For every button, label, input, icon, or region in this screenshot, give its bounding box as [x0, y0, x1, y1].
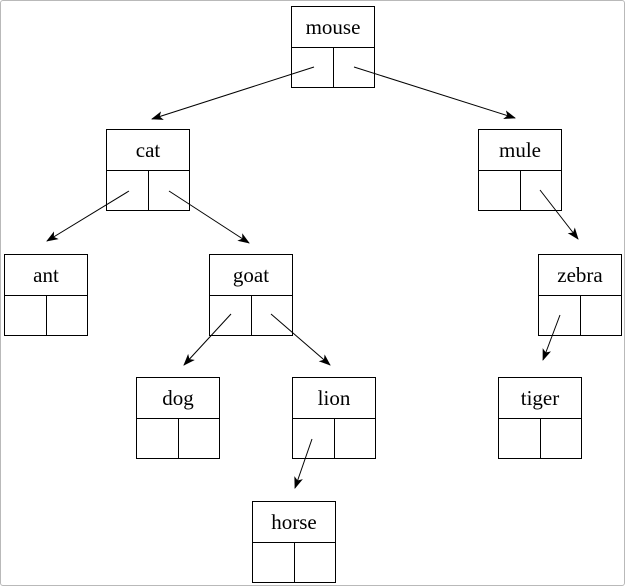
node-label-tiger: tiger: [499, 378, 581, 419]
right-pointer-cell-zebra: [579, 296, 622, 335]
left-pointer-cell-goat: [210, 296, 251, 335]
right-pointer-cell-dog: [177, 419, 220, 458]
node-label-ant: ant: [5, 255, 87, 296]
tree-node-lion: lion: [292, 377, 376, 459]
node-label-cat: cat: [107, 130, 189, 171]
node-label-goat: goat: [210, 255, 292, 296]
right-pointer-cell-tiger: [539, 419, 582, 458]
tree-node-horse: horse: [252, 501, 336, 583]
tree-node-zebra: zebra: [538, 254, 622, 336]
left-pointer-cell-ant: [5, 296, 46, 335]
right-pointer-cell-cat: [147, 171, 190, 210]
node-pointer-row-tiger: [499, 419, 581, 458]
tree-node-mouse: mouse: [291, 6, 375, 88]
node-pointer-row-horse: [253, 543, 335, 582]
tree-node-goat: goat: [209, 254, 293, 336]
left-pointer-cell-zebra: [539, 296, 580, 335]
right-pointer-cell-horse: [293, 543, 336, 582]
right-pointer-cell-mule: [519, 171, 562, 210]
node-pointer-row-cat: [107, 171, 189, 210]
left-pointer-cell-tiger: [499, 419, 540, 458]
node-pointer-row-lion: [293, 419, 375, 458]
node-pointer-row-dog: [137, 419, 219, 458]
right-pointer-cell-mouse: [332, 48, 375, 87]
left-pointer-cell-lion: [293, 419, 334, 458]
right-pointer-cell-lion: [333, 419, 376, 458]
tree-node-cat: cat: [106, 129, 190, 211]
left-pointer-cell-mouse: [292, 48, 333, 87]
tree-node-ant: ant: [4, 254, 88, 336]
node-pointer-row-mule: [479, 171, 561, 210]
right-pointer-cell-ant: [45, 296, 88, 335]
node-pointer-row-ant: [5, 296, 87, 335]
node-label-mouse: mouse: [292, 7, 374, 48]
node-pointer-row-goat: [210, 296, 292, 335]
tree-node-mule: mule: [478, 129, 562, 211]
left-pointer-cell-dog: [137, 419, 178, 458]
node-label-horse: horse: [253, 502, 335, 543]
node-label-zebra: zebra: [539, 255, 621, 296]
node-label-dog: dog: [137, 378, 219, 419]
tree-node-dog: dog: [136, 377, 220, 459]
node-pointer-row-zebra: [539, 296, 621, 335]
tree-node-tiger: tiger: [498, 377, 582, 459]
node-pointer-row-mouse: [292, 48, 374, 87]
left-pointer-cell-mule: [479, 171, 520, 210]
left-pointer-cell-cat: [107, 171, 148, 210]
left-pointer-cell-horse: [253, 543, 294, 582]
node-label-mule: mule: [479, 130, 561, 171]
node-label-lion: lion: [293, 378, 375, 419]
right-pointer-cell-goat: [250, 296, 293, 335]
